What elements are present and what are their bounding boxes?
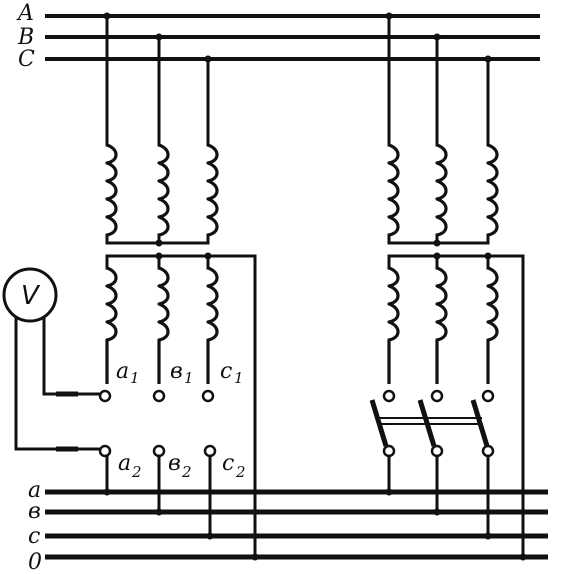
junction-dot [519,553,527,561]
terminal-a1[interactable] [98,389,112,403]
neutral-dot [433,239,441,247]
primary-coil-b [157,143,170,237]
secondary-coil-a [105,266,118,384]
primary-coil-a [387,143,400,237]
junction-dot [155,252,163,260]
switch-top-contact-c [481,389,495,403]
terminal-label-b2: в [168,451,181,476]
junction-dot [484,252,492,260]
svg-text:1: 1 [184,369,194,387]
terminal-label-c2: c [222,451,234,476]
primary-coil-b [435,143,448,237]
secondary-coil-c [206,266,219,384]
secondary-coil-a [387,266,400,384]
svg-text:1: 1 [234,369,244,387]
hv-bus: A B C [16,1,540,72]
terminal-b1[interactable] [152,389,166,403]
primary-coil-a [105,143,118,237]
secondary-coil-c [486,266,499,384]
lv-bus: a в c 0 [28,478,548,574]
bus-label-b: B [17,25,34,50]
terminal-label-a2: a [118,451,131,476]
voltmeter-circle [2,267,58,323]
voltmeter-label: V [21,281,41,311]
terminal-c1[interactable] [201,389,215,403]
left-transformer-secondary: a 1 в 1 c 1 [98,252,257,559]
primary-coil-c [486,143,499,237]
secondary-coil-b [157,266,170,384]
switch-top-contact-b [430,389,444,403]
junction-dot [433,252,441,260]
bus-label-c-low: c [28,524,40,549]
terminal-label-b1: в [170,359,183,384]
svg-text:2: 2 [181,463,192,481]
bus-label-a-low: a [28,478,41,503]
right-transformer-secondary [369,252,525,559]
neutral-dot [155,239,163,247]
terminal-a2[interactable] [98,444,112,458]
switch-top-contact-a [382,389,396,403]
svg-text:1: 1 [130,369,140,387]
junction-dot [204,252,212,260]
bus-label-neutral: 0 [28,550,42,574]
bus-label-a: A [16,1,34,26]
right-transformer-primary [385,12,499,247]
voltmeter: V [2,267,102,452]
terminal-label-c1: c [220,359,232,384]
primary-coil-c [206,143,219,237]
secondary-coil-b [435,266,448,384]
terminal-label-a1: a [116,359,129,384]
bus-label-b-low: в [28,499,41,524]
bus-label-c: C [18,47,35,72]
junction-dot [251,553,259,561]
svg-text:2: 2 [131,463,142,481]
svg-text:2: 2 [235,463,246,481]
left-transformer-primary [103,12,219,247]
